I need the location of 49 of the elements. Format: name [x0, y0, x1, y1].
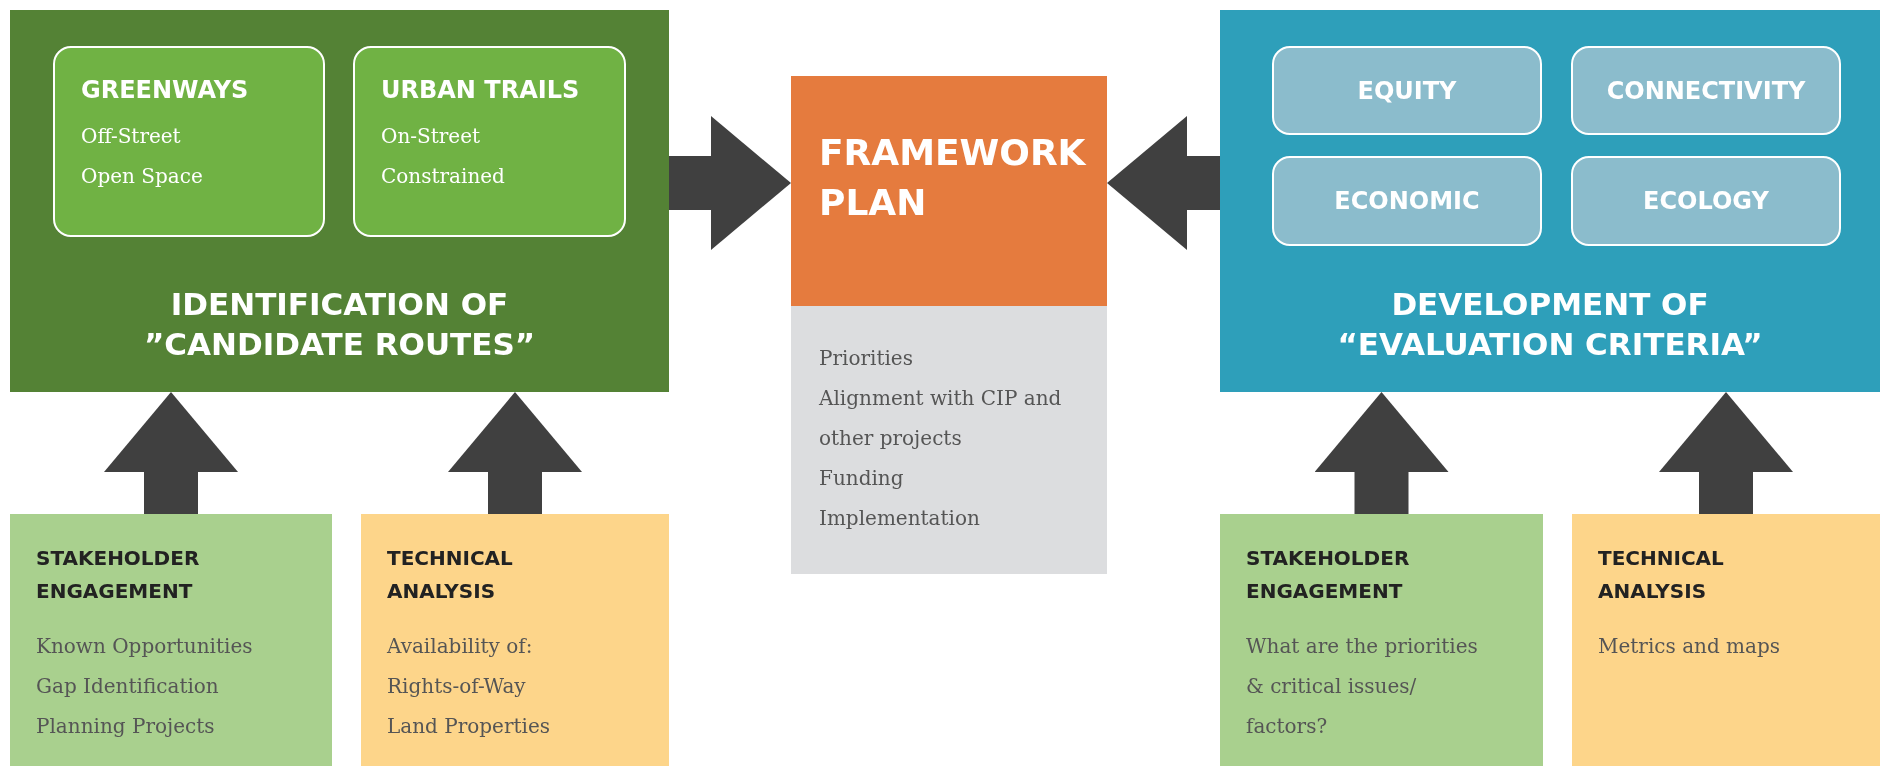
input-box: [10, 514, 332, 766]
card-text: Open Space: [81, 163, 204, 190]
box-heading: TECHNICAL ANALYSIS: [387, 545, 514, 605]
box-text: Rights-of-Way: [387, 673, 527, 700]
criterion-box: [1571, 46, 1841, 135]
card-heading: URBAN TRAILS: [381, 75, 581, 106]
card-text: On-Street: [381, 123, 482, 150]
box-text: What are the priorities & critical issues/ factors?: [1246, 633, 1479, 740]
block-arrow: [104, 392, 238, 514]
box-heading: TECHNICAL ANALYSIS: [1598, 545, 1725, 605]
criterion-label: ECOLOGY: [1643, 187, 1769, 215]
criterion-box: [1571, 156, 1841, 246]
category-card: [53, 46, 325, 237]
category-card: [353, 46, 626, 237]
card-heading: GREENWAYS: [81, 75, 250, 106]
block-arrow: [1107, 116, 1220, 250]
plan-box: [791, 76, 1107, 306]
list-item: Implementation: [819, 505, 981, 532]
list-item: Alignment with CIP and other projects: [819, 385, 1063, 452]
card-text: Constrained: [381, 163, 506, 190]
list-item: Priorities: [819, 345, 914, 372]
input-box: [361, 514, 669, 766]
list-box: [791, 306, 1107, 574]
group-title: DEVELOPMENT OF “EVALUATION CRITERIA”: [1336, 285, 1764, 364]
box-text: Metrics and maps: [1598, 633, 1782, 660]
criterion-box: [1272, 156, 1542, 246]
block-arrow: [669, 116, 791, 250]
criterion-box: [1272, 46, 1542, 135]
criterion-label: ECONOMIC: [1334, 187, 1480, 215]
group-panel: [1220, 10, 1880, 392]
group-panel: [10, 10, 669, 392]
input-box: [1572, 514, 1880, 766]
plan-title: FRAMEWORK PLAN: [819, 131, 1087, 225]
box-text: Known Opportunities: [36, 633, 254, 660]
list-item: Funding: [819, 465, 905, 492]
input-box: [1220, 514, 1543, 766]
criterion-label: EQUITY: [1357, 76, 1457, 105]
block-arrow: [1314, 392, 1449, 514]
box-text: Availability of:: [387, 633, 534, 660]
box-heading: STAKEHOLDER ENGAGEMENT: [36, 545, 201, 605]
criterion-label: CONNECTIVITY: [1606, 76, 1806, 105]
card-text: Off-Street: [81, 123, 182, 150]
box-heading: STAKEHOLDER ENGAGEMENT: [1246, 545, 1411, 605]
block-arrow: [1659, 392, 1793, 514]
box-text: Gap Identification: [36, 673, 220, 700]
block-arrow: [448, 392, 582, 514]
box-text: Planning Projects: [36, 713, 216, 740]
box-text: Land Properties: [387, 713, 552, 740]
group-title: IDENTIFICATION OF ”CANDIDATE ROUTES”: [142, 285, 537, 364]
